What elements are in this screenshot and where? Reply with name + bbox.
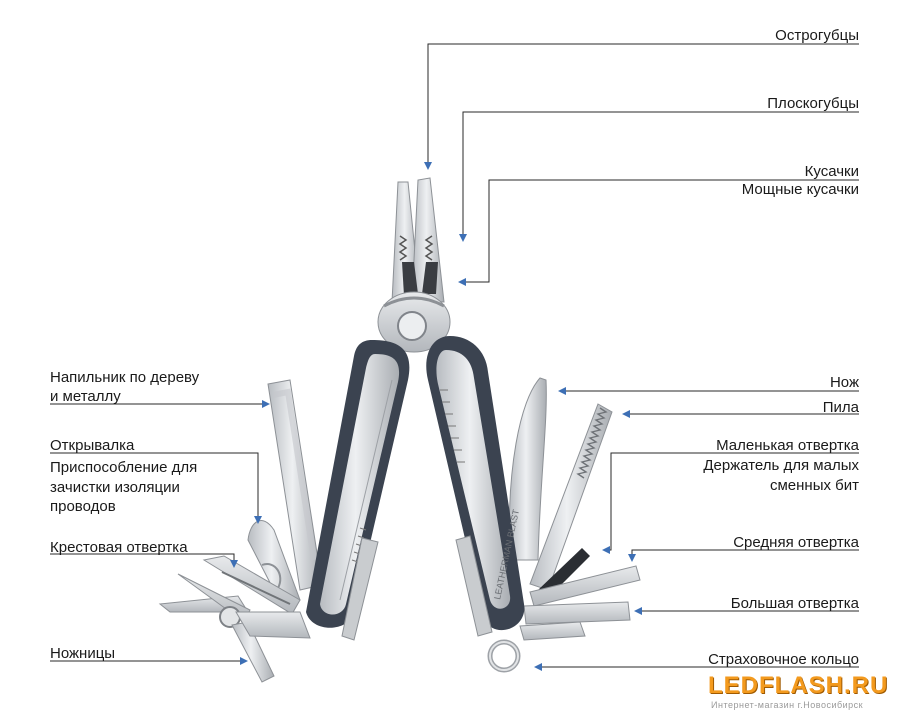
label-scissors: Ножницы [50, 645, 116, 662]
label-needlenose-pliers: Плоскогубцы [767, 95, 859, 112]
large-screwdriver [523, 601, 631, 625]
label-hard-wire-cutters: Мощные кусачки [741, 181, 859, 198]
label-knife: Нож [829, 374, 859, 391]
right-handle: LEATHERMAN BLAST [426, 336, 525, 637]
leader-phillips [50, 553, 238, 568]
label-wire-cutters-pointed: Острогубцы [775, 27, 859, 44]
leader-bottle-opener [50, 452, 262, 524]
watermark-brand: LEDFLASH.RU [708, 672, 889, 699]
pliers-jaws [377, 177, 451, 353]
label-wire-stripper-line2: зачистки изоляции [50, 479, 180, 496]
label-wire-stripper-line3: проводов [50, 498, 116, 515]
leader-needlenose [459, 111, 859, 242]
label-wire-cutters: Кусачки [804, 163, 859, 180]
medium-screwdriver [529, 565, 641, 607]
leader-medium-screwdriver [628, 549, 859, 562]
watermark-subtitle: Интернет-магазин г.Новосибирск [711, 700, 864, 710]
leader-lines [50, 43, 859, 671]
leader-wire-cutters-pointed [424, 43, 859, 170]
bottom-plate [519, 621, 586, 641]
bottle-opener-blade [247, 520, 301, 607]
label-file-line2: и металлу [50, 388, 121, 405]
leader-wire-cutters [458, 179, 859, 286]
scissors [158, 573, 311, 683]
label-phillips: Крестовая отвертка [50, 539, 188, 556]
lanyard-ring [487, 639, 521, 673]
label-lanyard-ring: Страховочное кольцо [708, 651, 859, 668]
label-bottle-opener: Открывалка [50, 437, 135, 454]
leader-small-screwdriver [602, 452, 859, 554]
label-medium-screwdriver: Средняя отвертка [733, 534, 859, 551]
label-saw: Пила [822, 399, 859, 416]
label-large-screwdriver: Большая отвертка [730, 595, 859, 612]
label-bit-holder-line1: Держатель для малых [703, 457, 859, 474]
label-bit-holder-line2: сменных бит [769, 477, 859, 494]
label-wire-stripper-line1: Приспособление для [50, 459, 198, 476]
label-small-screwdriver: Маленькая отвертка [716, 437, 859, 454]
knife-blade [508, 377, 547, 561]
small-screwdriver [538, 548, 590, 598]
label-file-line1: Напильник по дереву [50, 369, 200, 386]
phillips-screwdriver-blade [202, 555, 301, 615]
left-handle [306, 340, 410, 641]
